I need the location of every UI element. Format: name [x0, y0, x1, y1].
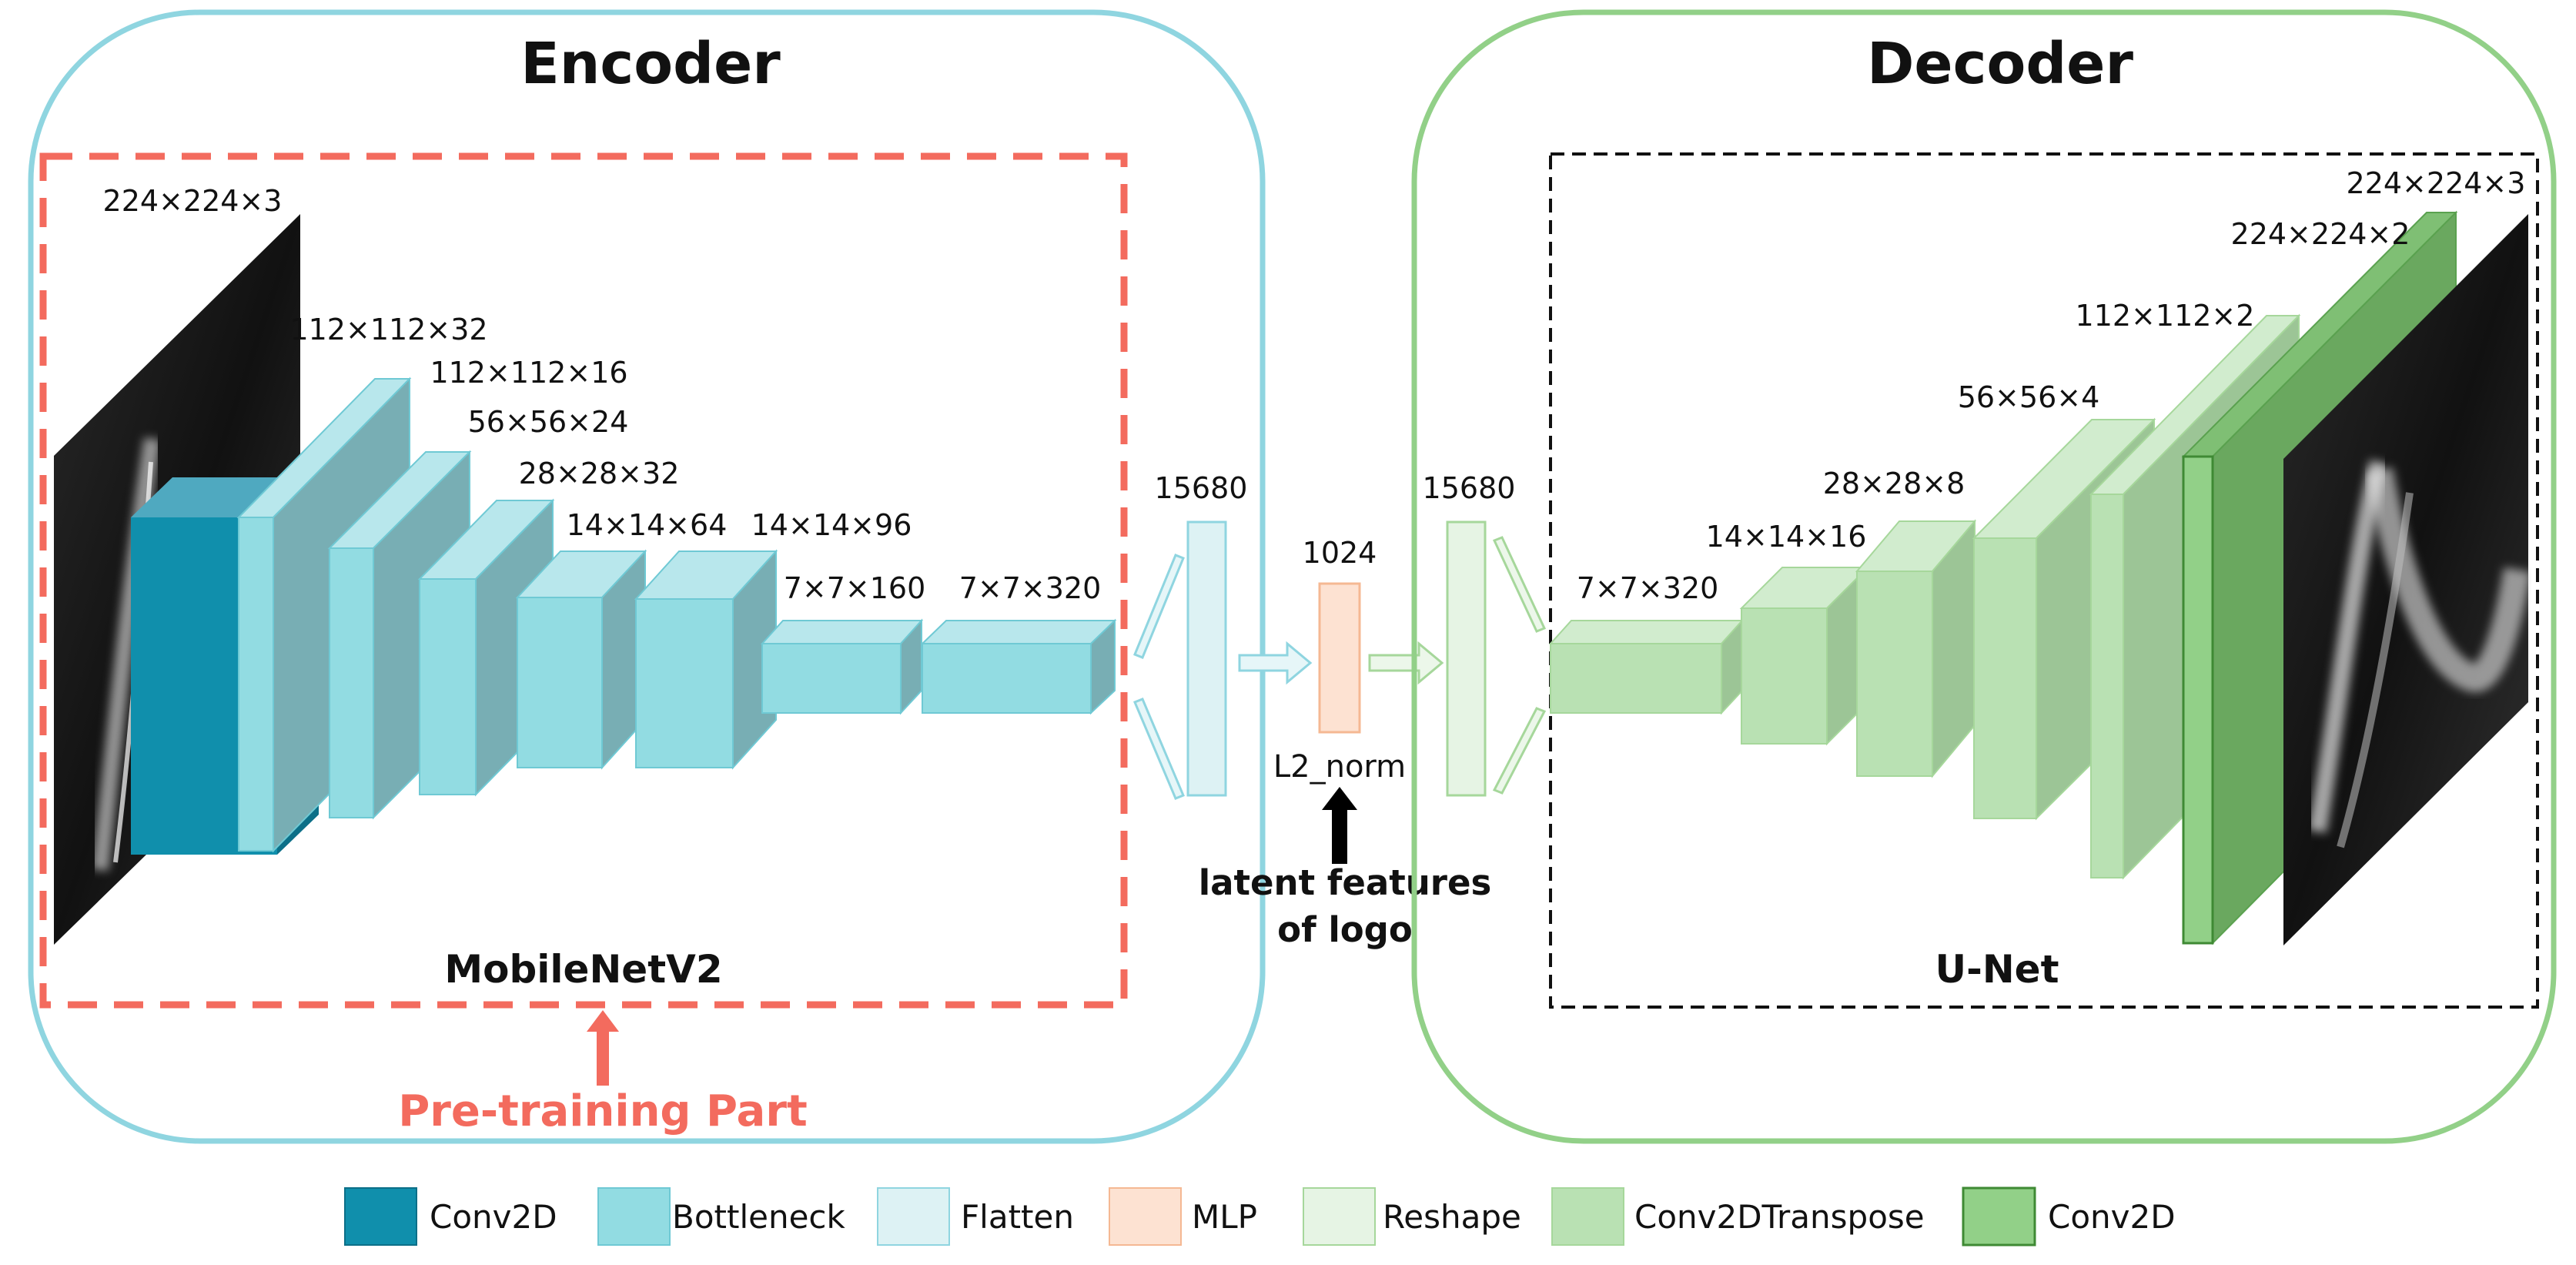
legend-item-conv2d-transpose: Conv2DTranspose: [1551, 1187, 1925, 1246]
mlp-layer: [1318, 582, 1361, 734]
mobilenet-label: MobileNetV2: [444, 947, 722, 992]
mlp-dim-label: 1024: [1303, 536, 1377, 570]
encoder-title: Encoder: [520, 31, 781, 97]
mlp-to-reshape-arrow: [1368, 641, 1444, 685]
legend-item-flatten: Flatten: [877, 1187, 1074, 1246]
encoder-to-flatten-arrows: [1133, 554, 1185, 800]
legend-label: Conv2D: [2048, 1198, 2176, 1236]
pretraining-arrow: [587, 1010, 619, 1086]
legend-item-bottleneck: Bottleneck: [597, 1187, 846, 1246]
legend-label: Conv2DTranspose: [1634, 1198, 1925, 1236]
bottleneck-block-4: [515, 549, 647, 770]
reshape-layer: [1446, 520, 1487, 797]
decoder-title: Decoder: [1867, 31, 2133, 97]
reshape-to-decoder-arrows: [1492, 536, 1547, 795]
encoder-dim-label: 14×14×64: [567, 508, 728, 542]
legend-item-conv2d: Conv2D: [344, 1187, 557, 1246]
conv2d-transpose-block-1: [1548, 618, 1745, 715]
flatten-dim-label: 15680: [1155, 471, 1248, 505]
output-image: [2283, 214, 2531, 945]
legend-label: Bottleneck: [672, 1198, 846, 1236]
pretraining-label: Pre-training Part: [398, 1086, 807, 1136]
input-dim-label: 224×224×3: [103, 184, 283, 218]
flatten-to-mlp-arrow: [1238, 641, 1313, 685]
latent-arrow: [1322, 787, 1357, 864]
decoder-dim-label: 28×28×8: [1823, 467, 1965, 500]
latent-caption-line1: latent features: [1199, 862, 1492, 903]
encoder-panel: [28, 9, 1266, 1144]
legend-label: Reshape: [1383, 1198, 1521, 1236]
legend: Conv2D Bottleneck Flatten MLP Reshape Co…: [344, 1186, 2176, 1247]
legend-item-conv2d-output: Conv2D: [1962, 1186, 2176, 1247]
legend-item-mlp: MLP: [1109, 1187, 1257, 1246]
legend-swatch: [877, 1187, 950, 1246]
encoder-dim-label: 7×7×160: [784, 571, 926, 605]
bottleneck-block-6: [760, 618, 924, 715]
unet-dashed-box: [1549, 152, 2539, 1009]
encoder-dim-label: 28×28×32: [519, 457, 680, 490]
encoder-dim-label: 7×7×320: [959, 571, 1102, 605]
l2-norm-label: L2_norm: [1273, 749, 1406, 785]
bottleneck-block-7: [920, 618, 1117, 715]
latent-caption-line2: of logo: [1277, 909, 1413, 950]
decoder-dim-label: 112×112×2: [2076, 299, 2255, 333]
legend-swatch: [1303, 1187, 1376, 1246]
legend-swatch: [597, 1187, 671, 1246]
legend-swatch: [1109, 1187, 1182, 1246]
legend-item-reshape: Reshape: [1303, 1187, 1521, 1246]
reshape-dim-label: 15680: [1423, 471, 1516, 505]
decoder-dim-label: 224×224×2: [2231, 217, 2410, 251]
decoder-panel: [1411, 9, 2557, 1144]
decoder-dim-label: 7×7×320: [1577, 571, 1719, 605]
legend-swatch: [1962, 1186, 2036, 1247]
conv2d-transpose-block-3: [1855, 519, 1977, 778]
mobilenet-dashed-box: [39, 152, 1128, 1009]
legend-label: Flatten: [961, 1198, 1074, 1236]
bottleneck-block-5: [634, 549, 778, 770]
output-dim-label: 224×224×3: [2347, 166, 2526, 200]
decoder-dim-label: 14×14×16: [1706, 520, 1867, 554]
legend-label: Conv2D: [430, 1198, 557, 1236]
conv2d-transpose-block-2: [1739, 565, 1870, 746]
legend-swatch: [1551, 1187, 1624, 1246]
unet-label: U-Net: [1935, 947, 2059, 992]
decoder-dim-label: 56×56×4: [1958, 380, 2100, 414]
flatten-layer: [1186, 520, 1227, 797]
legend-swatch: [344, 1187, 417, 1246]
encoder-dim-label: 14×14×96: [751, 508, 912, 542]
encoder-dim-label: 112×112×32: [289, 313, 487, 346]
legend-label: MLP: [1192, 1198, 1257, 1236]
encoder-dim-label: 112×112×16: [430, 356, 627, 390]
encoder-dim-label: 56×56×24: [468, 405, 629, 439]
